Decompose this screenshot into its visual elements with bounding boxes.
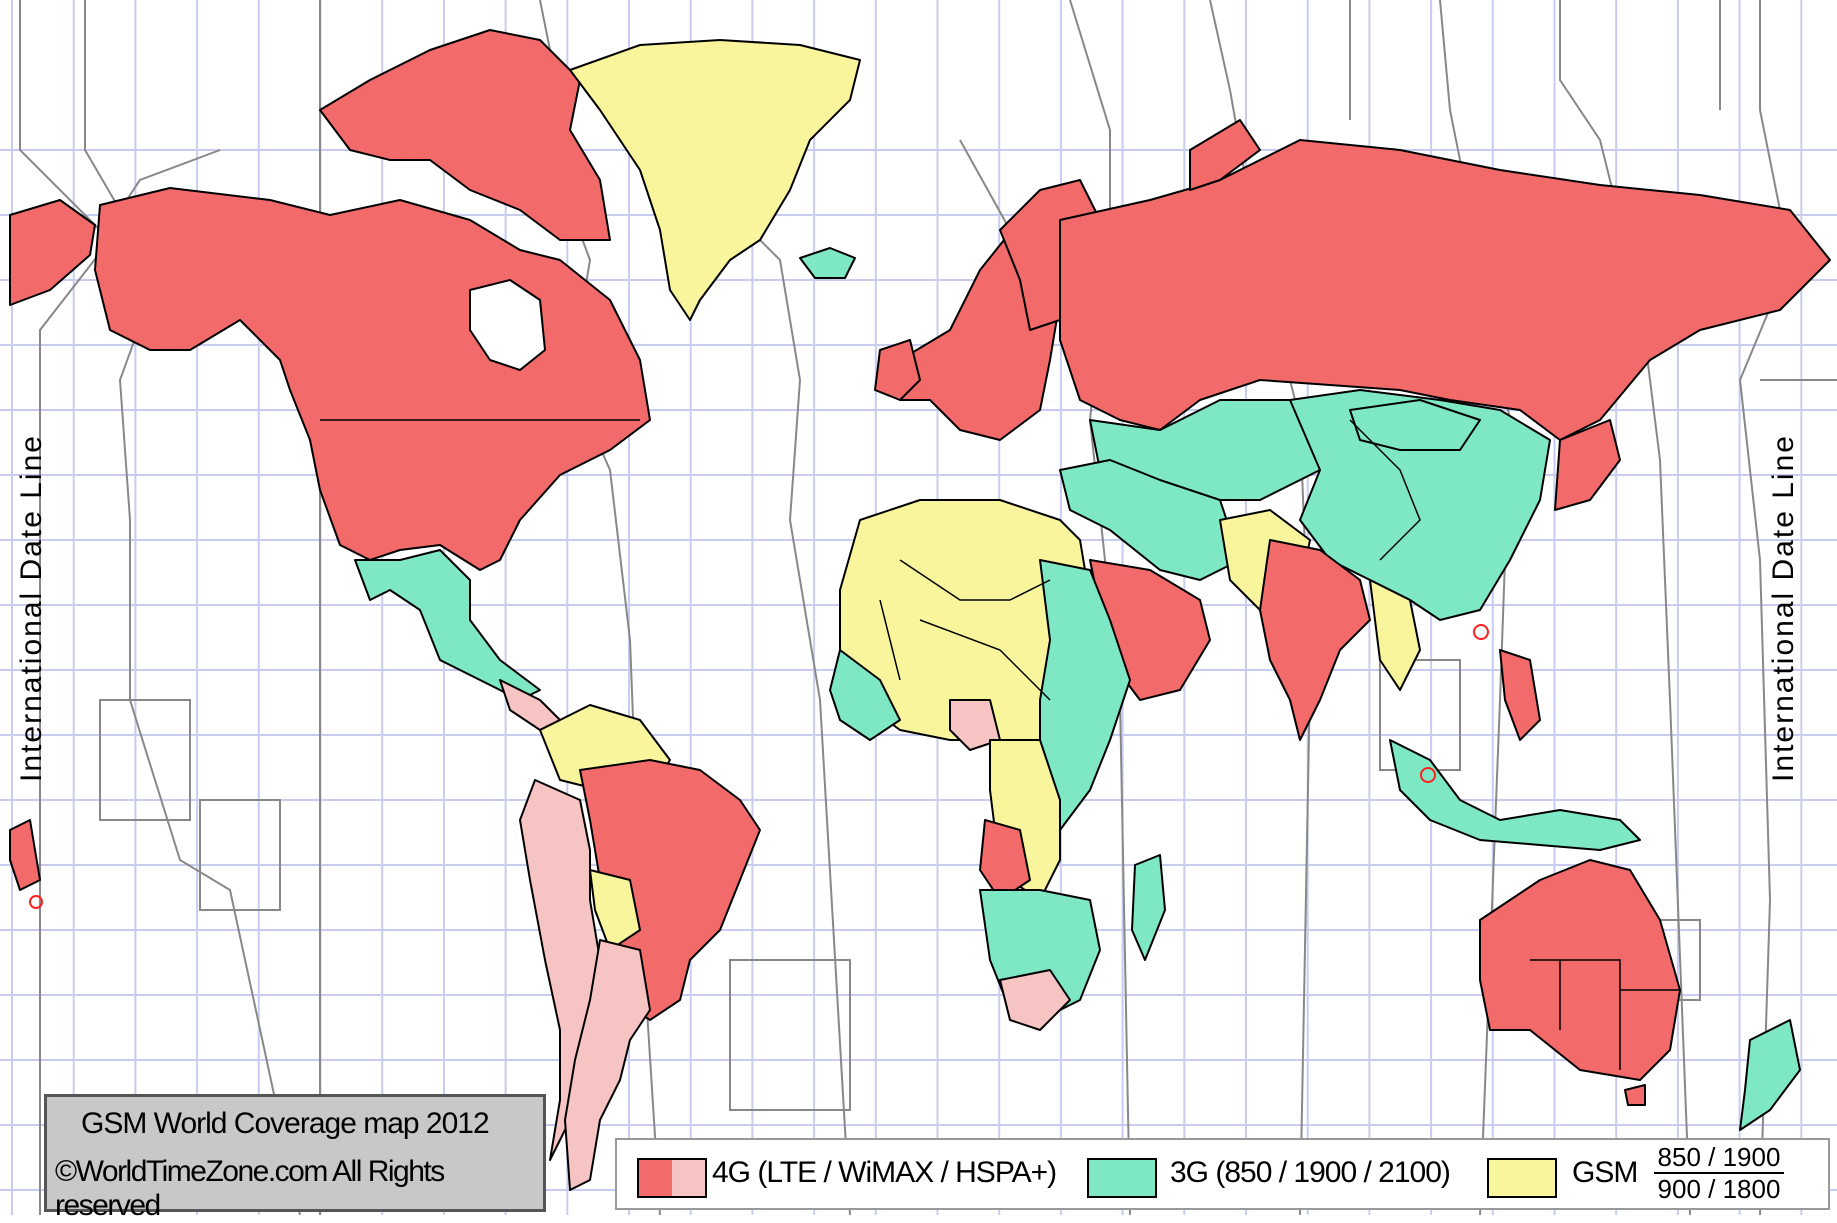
city-markers bbox=[29, 624, 1489, 909]
legend-label-3g: 3G (850 / 1900 / 2100) bbox=[1170, 1156, 1451, 1189]
frequency-americas: 850 / 1900 bbox=[1654, 1142, 1784, 1174]
region-japan bbox=[1554, 419, 1621, 511]
country-borders bbox=[320, 419, 1680, 1070]
coverage-regions bbox=[9, 29, 1831, 1191]
region-hudson-bay bbox=[469, 279, 546, 371]
region-turkey-iran bbox=[1059, 459, 1241, 581]
region-russia bbox=[1059, 139, 1831, 441]
date-line-label-right: International Date Line bbox=[1767, 433, 1800, 782]
region-indonesia bbox=[1389, 739, 1641, 851]
legend: 4G (LTE / WiMAX / HSPA+) 3G (850 / 1900 … bbox=[615, 1138, 1830, 1210]
region-western-russia-edge bbox=[9, 819, 41, 891]
region-west-africa bbox=[829, 649, 901, 741]
copyright-notice: ©WorldTimeZone.com All Rights reserved bbox=[55, 1155, 445, 1222]
international-date-line-left: International Date Line bbox=[12, 0, 52, 1215]
frequency-world: 900 / 1800 bbox=[1657, 1174, 1781, 1204]
region-tasmania bbox=[1624, 1084, 1646, 1106]
region-india bbox=[1259, 539, 1371, 741]
date-line-label-left: International Date Line bbox=[15, 433, 48, 782]
region-canadian-arctic bbox=[319, 29, 611, 241]
region-argentina bbox=[564, 939, 651, 1191]
region-madagascar bbox=[1131, 854, 1166, 961]
region-south-africa bbox=[999, 969, 1071, 1031]
credit-box: GSM World Coverage map 2012 ©WorldTimeZo… bbox=[44, 1094, 546, 1222]
region-greenland bbox=[569, 39, 861, 321]
legend-swatch-gsm bbox=[1487, 1158, 1557, 1198]
legend-label-gsm: GSM bbox=[1572, 1156, 1638, 1189]
region-china bbox=[1289, 389, 1551, 621]
region-russian-arctic bbox=[1189, 119, 1261, 191]
region-iceland bbox=[799, 247, 856, 279]
legend-swatch-4g bbox=[637, 1158, 707, 1198]
region-bolivia-paraguay bbox=[589, 869, 641, 951]
region-mongolia bbox=[1349, 399, 1481, 451]
region-australia bbox=[1479, 859, 1681, 1081]
region-philippines bbox=[1499, 649, 1541, 741]
region-east-africa bbox=[1039, 559, 1131, 831]
frequency-bands: 850 / 1900 900 / 1800 bbox=[1654, 1142, 1784, 1204]
legend-label-4g: 4G (LTE / WiMAX / HSPA+) bbox=[712, 1156, 1057, 1189]
international-date-line-right: International Date Line bbox=[1764, 0, 1804, 1215]
region-new-zealand bbox=[1739, 1019, 1801, 1131]
region-uk bbox=[874, 339, 921, 401]
region-nigeria bbox=[949, 699, 1001, 751]
region-southeast-asia bbox=[1369, 579, 1421, 691]
map-title: GSM World Coverage map 2012 bbox=[81, 1107, 490, 1140]
region-alaska bbox=[9, 199, 96, 306]
legend-swatch-3g bbox=[1087, 1158, 1157, 1198]
